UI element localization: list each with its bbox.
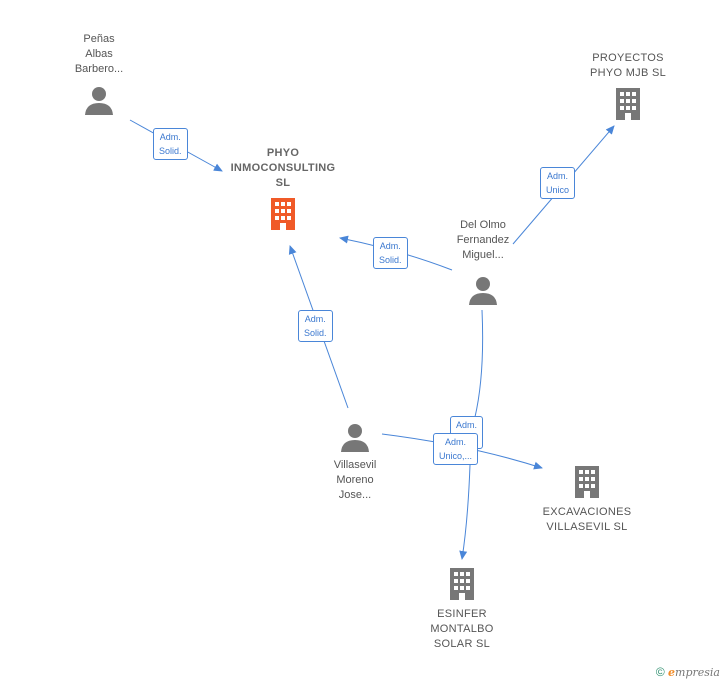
node-label: Villasevil Moreno Jose... bbox=[333, 459, 377, 501]
role-badge-villasevil-multi[interactable]: Adm. Unico,... bbox=[433, 433, 479, 465]
person-icon bbox=[85, 87, 113, 115]
edge-villasevil-to-esinfer bbox=[459, 464, 471, 560]
footer-brand: © empresia bbox=[656, 665, 720, 679]
role-badge-delolmo-focus[interactable]: Adm. Solid. bbox=[373, 237, 408, 269]
node-label: ESINFER MONTALBO SOLAR SL bbox=[430, 608, 494, 650]
node-penas-albas[interactable]: Peñas Albas Barbero... bbox=[59, 32, 139, 115]
building-icon bbox=[271, 198, 295, 230]
node-label: EXCAVACIONES VILLASEVIL SL bbox=[542, 506, 632, 533]
brand-logo: empresia bbox=[668, 666, 720, 679]
node-label: PHYO INMOCONSULTING SL bbox=[230, 147, 336, 189]
node-del-olmo-fernandez[interactable]: Del Olmo Fernandez Miguel... bbox=[443, 218, 523, 305]
person-icon bbox=[341, 424, 369, 452]
node-excavaciones-villasevil[interactable]: EXCAVACIONES VILLASEVIL SL bbox=[527, 465, 647, 535]
building-icon bbox=[450, 568, 474, 600]
role-badge-delolmo-proyectos[interactable]: Adm. Unico bbox=[540, 167, 576, 199]
node-villasevil-moreno[interactable]: Villasevil Moreno Jose... bbox=[315, 422, 395, 503]
building-icon bbox=[575, 466, 599, 498]
node-label: PROYECTOS PHYO MJB SL bbox=[589, 52, 667, 79]
node-label: Del Olmo Fernandez Miguel... bbox=[456, 219, 510, 261]
node-label: Peñas Albas Barbero... bbox=[74, 33, 124, 75]
copyright-icon: © bbox=[655, 665, 665, 679]
building-icon bbox=[616, 88, 640, 120]
role-badge-penas-focus[interactable]: Adm. Solid. bbox=[153, 128, 188, 160]
node-proyectos-phyo-mjb[interactable]: PROYECTOS PHYO MJB SL bbox=[568, 51, 688, 121]
role-badge-villasevil-focus[interactable]: Adm. Solid. bbox=[298, 310, 333, 342]
node-esinfer-montalbo-solar[interactable]: ESINFER MONTALBO SOLAR SL bbox=[402, 567, 522, 652]
person-icon bbox=[469, 277, 497, 305]
node-phyo-inmoconsulting[interactable]: PHYO INMOCONSULTING SL bbox=[213, 146, 353, 231]
